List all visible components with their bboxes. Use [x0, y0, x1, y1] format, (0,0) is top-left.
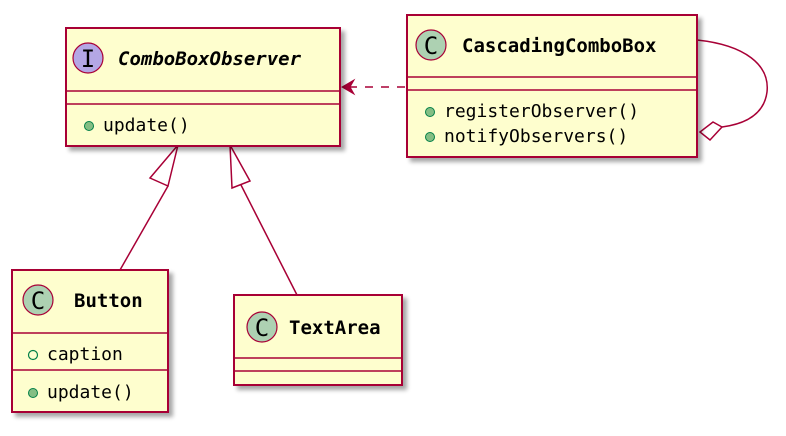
class-badge-icon	[22, 284, 54, 316]
class-combo-box-observer[interactable]: I ComboBoxObserver update()	[65, 27, 341, 147]
stereotype-label: C	[31, 287, 45, 315]
stereotype-label: C	[424, 32, 438, 60]
public-method-icon	[425, 132, 435, 142]
class-cascading-combo-box[interactable]: C CascadingComboBox registerObserver() n…	[406, 14, 698, 158]
public-method-icon	[28, 388, 38, 398]
class-name: TextArea	[289, 317, 381, 339]
public-method-icon	[425, 107, 435, 117]
method-label: registerObserver()	[444, 101, 639, 122]
method-label: update()	[103, 115, 190, 136]
public-method-icon	[84, 121, 94, 131]
class-text-area[interactable]: C TextArea	[233, 294, 403, 386]
class-badge-icon	[246, 311, 278, 343]
method-label: update()	[47, 382, 134, 403]
class-name: Button	[74, 290, 143, 312]
dependency-arrow	[341, 78, 405, 96]
stereotype-label: I	[81, 45, 95, 73]
interface-badge-icon	[72, 42, 104, 74]
class-badge-icon	[415, 29, 447, 61]
stereotype-label: C	[255, 314, 269, 342]
class-button[interactable]: C Button caption update()	[11, 269, 169, 413]
method-label: notifyObservers()	[444, 126, 628, 147]
realization-arrow-button	[119, 144, 179, 271]
relations	[119, 39, 768, 296]
self-aggregation	[696, 39, 768, 142]
class-name: ComboBoxObserver	[118, 48, 302, 70]
public-field-icon	[27, 349, 39, 361]
realization-arrow-textarea	[229, 144, 298, 296]
field-label: caption	[47, 344, 123, 365]
class-name: CascadingComboBox	[462, 35, 656, 57]
